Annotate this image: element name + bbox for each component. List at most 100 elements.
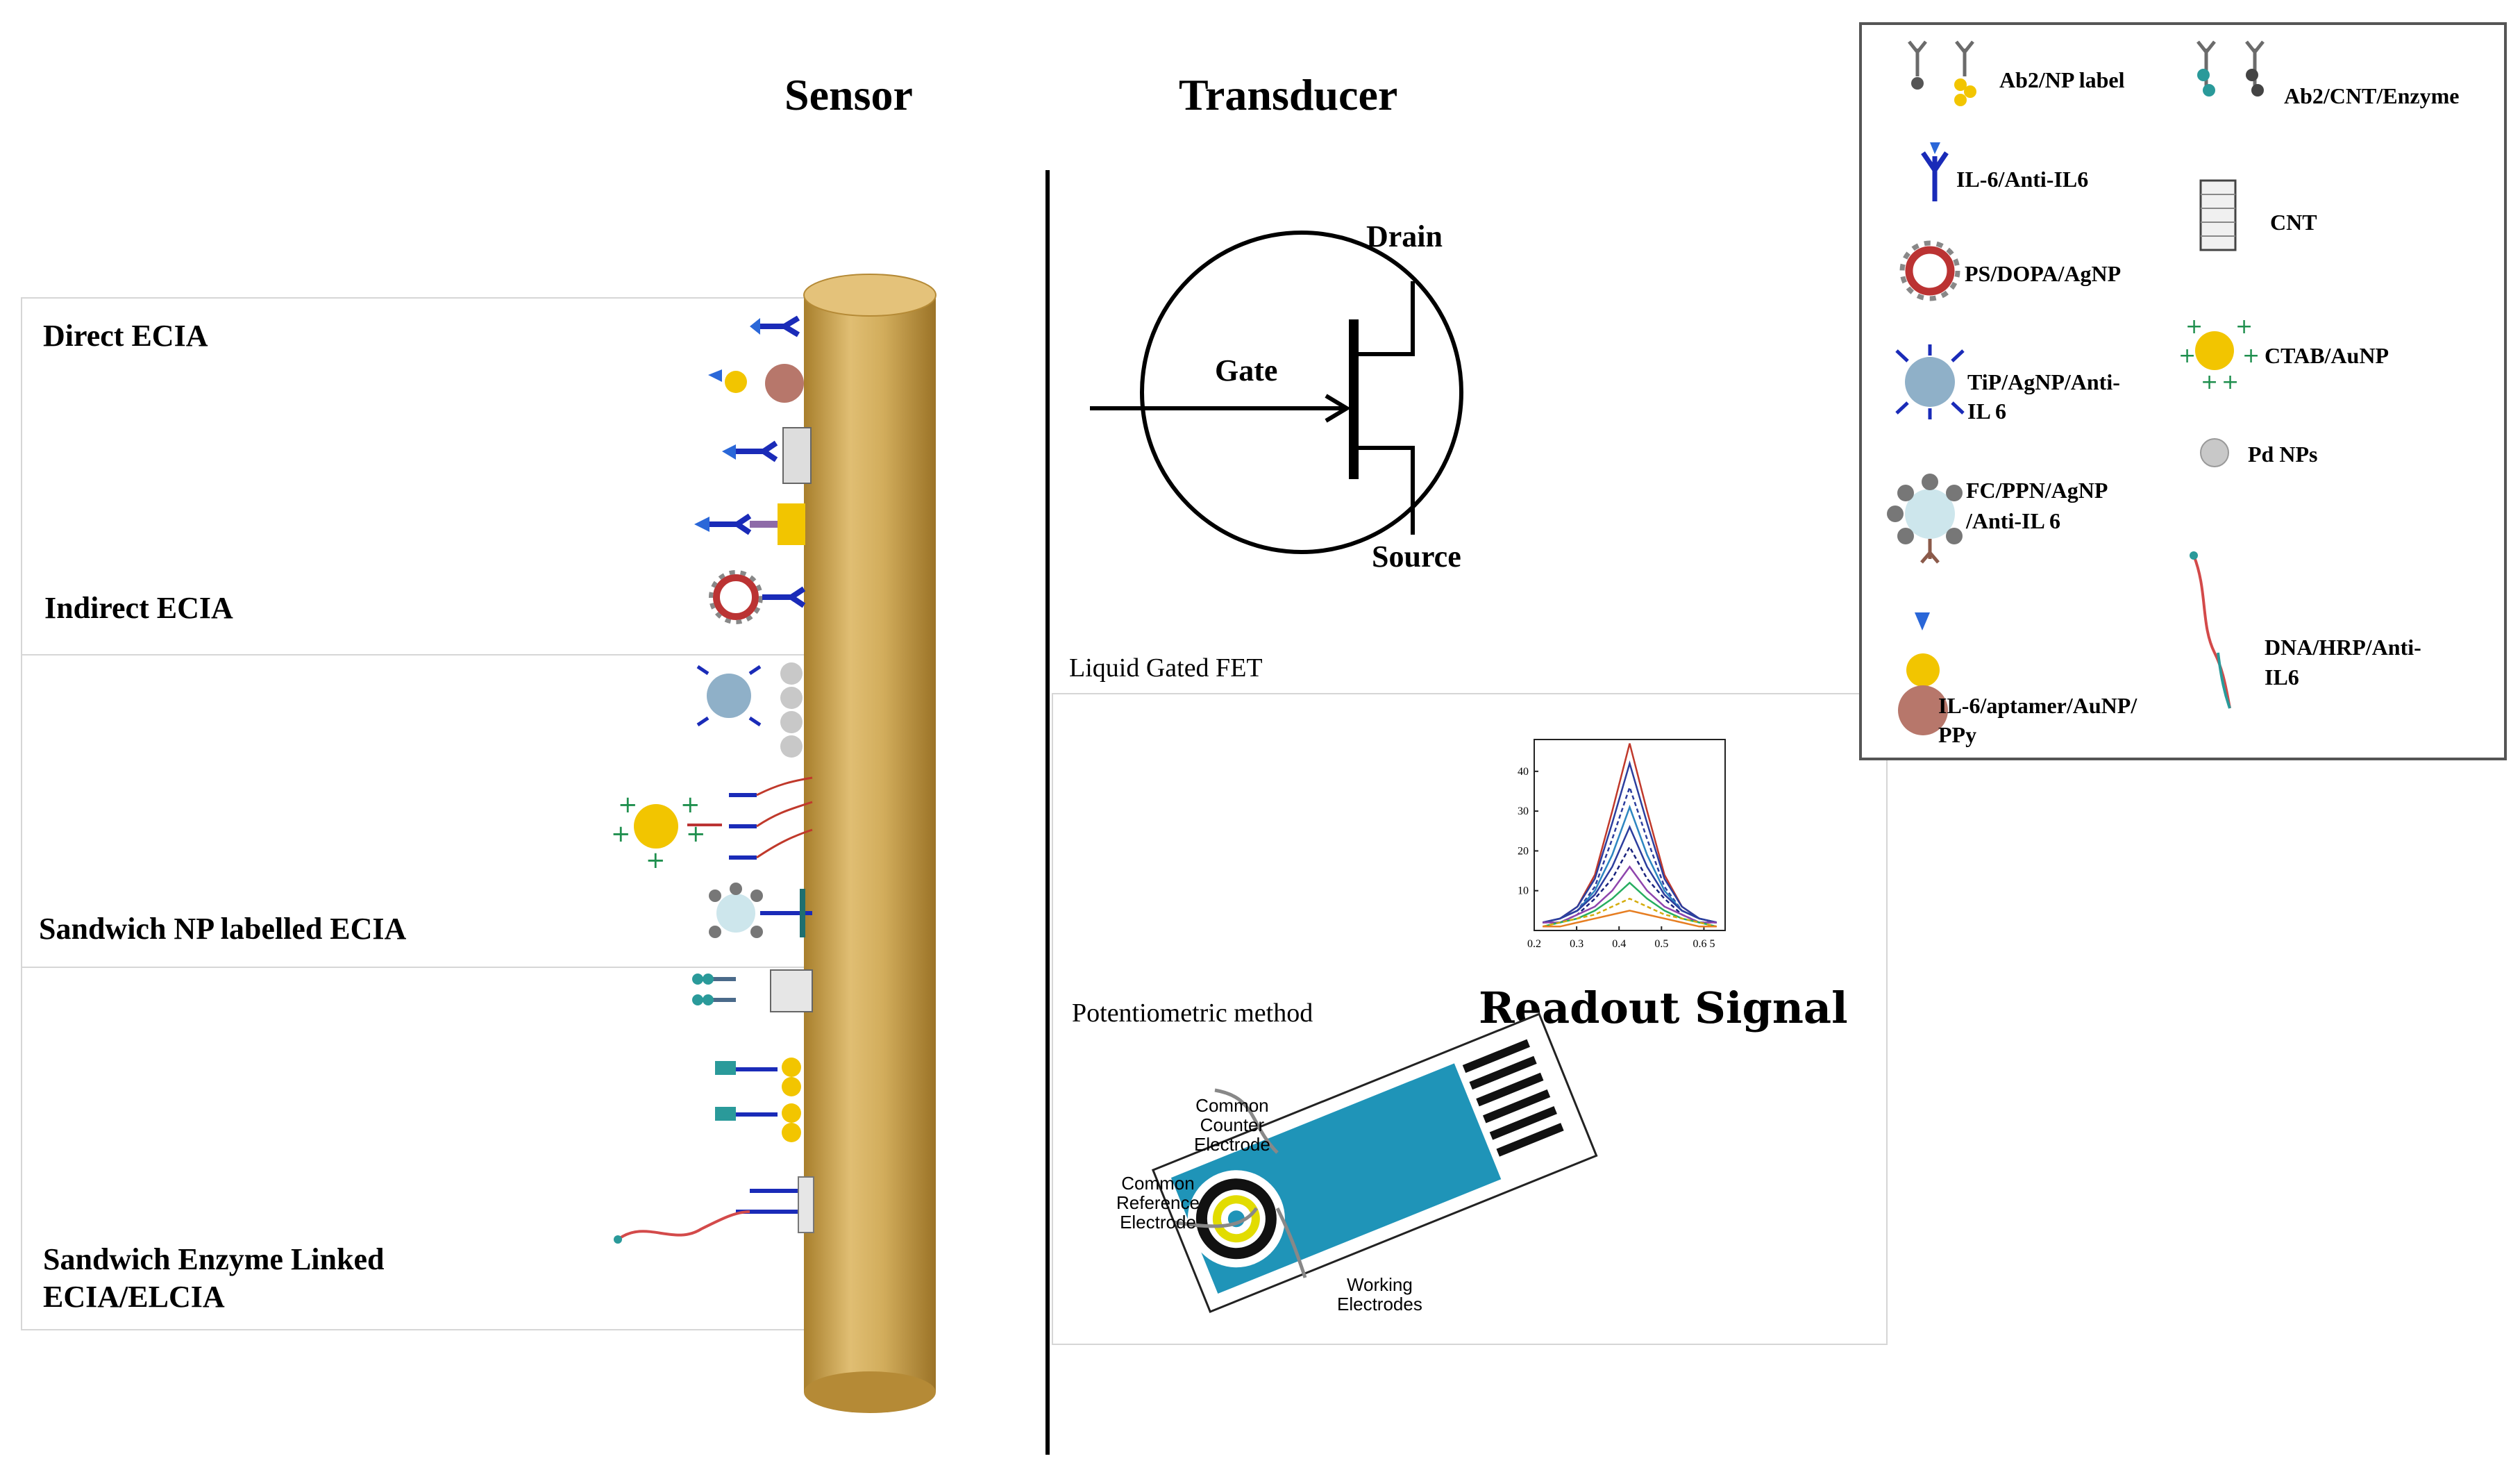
fc-ppn-agnp-icon bbox=[709, 883, 812, 938]
counter-line1: Common bbox=[1195, 1095, 1269, 1116]
ab2-cnt-enzyme-icon bbox=[692, 969, 813, 1012]
x-tick-label: 0.5 bbox=[1654, 938, 1668, 950]
label-sandwich-np-ecia: Sandwich NP labelled ECIA bbox=[39, 912, 407, 946]
svg-text:+: + bbox=[2178, 344, 2196, 368]
legend-il6apt-2: PPy bbox=[1938, 722, 1977, 747]
svg-text:+: + bbox=[680, 791, 700, 819]
pd-np-stack-icon bbox=[780, 662, 803, 758]
legend-fc-1: FC/PPN/AgNP bbox=[1966, 478, 2108, 503]
ctab-aunp-icon: ++++++ bbox=[2178, 315, 2260, 394]
chart-series-line bbox=[1542, 897, 1717, 928]
legend-ps-dopa: PS/DOPA/AgNP bbox=[1965, 261, 2122, 286]
sensor-header: Sensor bbox=[784, 70, 913, 119]
potentiometric-caption: Potentiometric method bbox=[1072, 999, 1313, 1028]
il6-anti-il6-icon bbox=[1921, 142, 1949, 201]
reference-electrode-label: Common Reference Electrode bbox=[1116, 1174, 1200, 1232]
svg-text:+: + bbox=[2185, 315, 2203, 339]
legend-tip-1: TiP/AgNP/Anti- bbox=[1967, 369, 2120, 394]
sandwich-enzyme-molecules bbox=[614, 969, 814, 1244]
chart-series-line bbox=[1542, 824, 1717, 924]
x-tick-label: 0.3 bbox=[1570, 938, 1584, 950]
antibody-cnt-icon bbox=[722, 427, 812, 484]
label-indirect-ecia: Indirect ECIA bbox=[44, 591, 233, 625]
panel-sandwich-enzyme bbox=[21, 967, 822, 1330]
legend-il6apt-1: IL-6/aptamer/AuNP/ bbox=[1938, 693, 2137, 718]
screen-printed-electrode-strip bbox=[1151, 1012, 1598, 1314]
svg-text:+: + bbox=[2242, 344, 2260, 368]
y-tick-label: 30 bbox=[1518, 805, 1529, 817]
readout-chart: 0.2 0.3 0.4 0.5 0.6 5 10 20 30 40 bbox=[1518, 739, 1726, 950]
fc-ppn-agnp-icon bbox=[1887, 474, 1963, 564]
pd-nps-icon bbox=[2200, 438, 2229, 467]
y-tick-label: 40 bbox=[1518, 766, 1529, 778]
gold-electrode-rod bbox=[803, 274, 936, 1413]
chart-series-line bbox=[1542, 760, 1717, 924]
vertical-divider bbox=[1045, 170, 1050, 1455]
reference-line1: Common bbox=[1121, 1173, 1195, 1194]
chart-series-line bbox=[1542, 804, 1717, 924]
direct-ecia-molecules bbox=[694, 315, 812, 624]
svg-text:+: + bbox=[618, 791, 638, 819]
chart-series-line bbox=[1543, 910, 1717, 928]
chart-frame bbox=[1534, 739, 1726, 931]
fet-source-label: Source bbox=[1372, 540, 1461, 574]
legend-icons: ++++++ bbox=[1887, 40, 2265, 735]
working-electrode-label: Working Electrodes bbox=[1337, 1275, 1422, 1314]
transducer-header: Transducer bbox=[1179, 70, 1398, 119]
legend-dna-2: IL6 bbox=[2265, 665, 2299, 690]
y-tick-label: 10 bbox=[1518, 885, 1529, 897]
chart-series-line bbox=[1543, 865, 1717, 924]
counter-electrode-label: Common Counter Electrode bbox=[1194, 1096, 1270, 1154]
antibody-auNP-cnt-icon bbox=[694, 503, 805, 545]
legend-pd: Pd NPs bbox=[2248, 442, 2318, 467]
ab2-cnt-enzyme-icon bbox=[2196, 40, 2265, 97]
x-tick-label: 0.4 bbox=[1612, 938, 1626, 950]
working-line2: Electrodes bbox=[1337, 1294, 1422, 1314]
svg-text:+: + bbox=[2235, 315, 2253, 339]
ps-dopa-agnp-icon bbox=[709, 570, 806, 624]
legend-dna-1: DNA/HRP/Anti- bbox=[2265, 635, 2421, 660]
ab2-np-label-icon bbox=[715, 1058, 801, 1142]
label-sandwich-enzyme-1: Sandwich Enzyme Linked bbox=[43, 1242, 385, 1276]
svg-text:+: + bbox=[611, 820, 631, 848]
aptamer-auNP-icon bbox=[708, 364, 804, 403]
dna-hrp-anti-il6-icon bbox=[2190, 551, 2231, 709]
cnt-icon bbox=[2199, 179, 2237, 251]
tip-agnp-anti-il6-icon bbox=[1895, 344, 1965, 419]
svg-text:+: + bbox=[2201, 370, 2218, 394]
x-tick-label: 0.6 5 bbox=[1692, 938, 1715, 950]
svg-text:+: + bbox=[646, 846, 666, 874]
label-sandwich-enzyme-2: ECIA/ELCIA bbox=[43, 1280, 225, 1314]
legend-ab2-cnt: Ab2/CNT/Enzyme bbox=[2284, 83, 2460, 108]
legend-tip-2: IL 6 bbox=[1967, 399, 2007, 424]
legend-ab2-np: Ab2/NP label bbox=[1999, 67, 2125, 92]
fet-caption: Liquid Gated FET bbox=[1069, 653, 1263, 683]
il6-aptamer-aunp-ppy-icon bbox=[1898, 612, 1948, 735]
fet-gate-label: Gate bbox=[1215, 353, 1278, 387]
ctab-aunp-icon: +++++ bbox=[611, 776, 813, 874]
working-line1: Working bbox=[1346, 1274, 1413, 1295]
dna-hrp-icon bbox=[614, 1176, 814, 1244]
tip-agnp-icon bbox=[696, 665, 762, 727]
svg-text:+: + bbox=[2221, 370, 2239, 394]
counter-line2: Counter bbox=[1200, 1114, 1265, 1135]
counter-line3: Electrode bbox=[1194, 1134, 1270, 1155]
reference-line3: Electrode bbox=[1120, 1212, 1196, 1233]
panel-sandwich-np bbox=[21, 654, 822, 969]
fet-drain-label: Drain bbox=[1366, 219, 1443, 253]
legend-box bbox=[1859, 22, 2507, 760]
chart-series-line bbox=[1542, 743, 1717, 924]
reference-line2: Reference bbox=[1116, 1192, 1200, 1213]
legend-ctab: CTAB/AuNP bbox=[2265, 343, 2389, 368]
y-tick-label: 20 bbox=[1518, 845, 1529, 857]
legend-cnt: CNT bbox=[2270, 210, 2317, 235]
legend-fc-2: /Anti-IL 6 bbox=[1966, 508, 2061, 533]
fet-symbol bbox=[1090, 231, 1463, 554]
antibody-icon bbox=[750, 315, 800, 337]
x-tick-label: 0.2 bbox=[1527, 938, 1541, 950]
panel-direct-indirect bbox=[21, 297, 822, 657]
ab2-np-label-icon bbox=[1908, 40, 1976, 106]
ps-dopa-agnp-icon bbox=[1899, 240, 1960, 301]
sandwich-np-molecules: +++++ bbox=[611, 662, 813, 938]
label-direct-ecia: Direct ECIA bbox=[43, 319, 208, 353]
